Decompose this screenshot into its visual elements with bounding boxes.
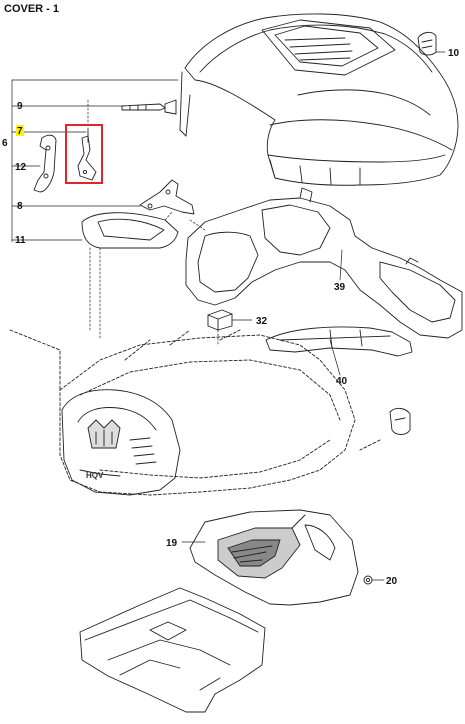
grille-logo-text: HQV [86,471,104,480]
selected-part-highlight [65,124,103,184]
callout-39[interactable]: 39 [334,282,346,293]
part-32-block[interactable] [207,309,233,331]
front-body-chassis [9,329,381,496]
part-12-bracket[interactable] [33,134,57,193]
part-9-screw[interactable] [121,99,177,115]
assembly-guide-lines [87,99,219,346]
leader-lines [11,51,446,581]
page-title: COVER - 1 [4,3,60,15]
part-20-nut[interactable] [363,575,373,585]
part-10-clip[interactable] [417,31,437,56]
callout-12[interactable]: 12 [15,162,27,173]
callout-9[interactable]: 9 [17,101,23,112]
callout-32[interactable]: 32 [256,316,268,327]
top-cover-part[interactable] [179,13,459,186]
callout-7-highlight [16,125,24,136]
callout-11[interactable]: 11 [15,235,26,246]
clip-part[interactable] [389,407,411,435]
front-grille [61,389,181,496]
callout-7[interactable]: 7 [17,126,23,137]
callout-10[interactable]: 10 [448,48,460,59]
bottom-platform [79,587,266,713]
part-40-trim[interactable] [265,326,413,357]
part-8-bracket[interactable] [139,179,195,215]
callout-19[interactable]: 19 [166,538,178,549]
callout-8[interactable]: 8 [17,201,23,212]
part-11-lens[interactable] [81,212,179,249]
part-39-dash-panel[interactable] [185,187,463,339]
part-7-bracket[interactable] [77,129,97,181]
callout-20[interactable]: 20 [386,576,398,587]
callout-40[interactable]: 40 [336,376,348,387]
callout-6[interactable]: 6 [2,138,8,149]
brand-crown-logo [87,419,121,449]
part-19-rear-body[interactable] [189,509,359,606]
